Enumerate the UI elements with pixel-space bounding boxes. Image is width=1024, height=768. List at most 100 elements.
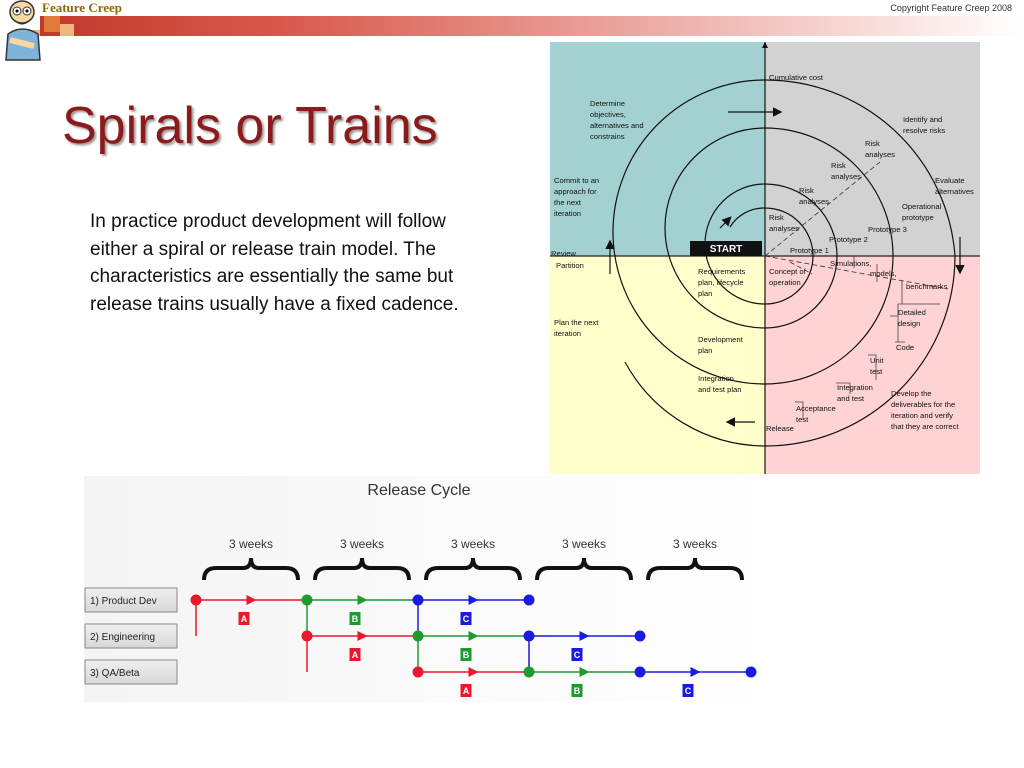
simulations-label: Simulations, models, <box>830 259 897 278</box>
train-node <box>634 630 646 642</box>
train-node <box>412 666 424 678</box>
unit-test-label: Unit test <box>870 356 886 376</box>
phase-label: B <box>574 686 581 696</box>
copyright-text: Copyright Feature Creep 2008 <box>890 3 1012 13</box>
quadrant-bottom-left <box>550 256 765 474</box>
commit-label: Commit to an approach for the next itera… <box>554 176 601 218</box>
spiral-curve <box>612 79 956 447</box>
train-arrow <box>468 595 479 605</box>
phase-badge <box>571 684 583 697</box>
train-node <box>412 630 424 642</box>
phase-badge <box>349 612 361 625</box>
track-label: 3) QA/Beta <box>90 668 140 679</box>
train-node <box>412 594 424 606</box>
phase-badge <box>571 648 583 661</box>
plan-next-label: Plan the next iteration <box>554 318 600 338</box>
train-node <box>523 666 535 678</box>
risk-analyses-mid-label: Risk analyses <box>831 161 861 181</box>
identify-label: Identify and resolve risks <box>903 115 945 135</box>
track-label: 1) Product Dev <box>90 596 157 607</box>
phase-label: B <box>352 614 359 624</box>
train-arrow <box>690 667 701 677</box>
train-arrow <box>246 595 257 605</box>
header-band <box>0 0 1024 36</box>
determine-label: Determine objectives, alternatives and c… <box>590 99 646 141</box>
train-arrow <box>357 631 368 641</box>
duration-label: 3 weeks <box>451 537 495 551</box>
duration-label: 3 weeks <box>673 537 717 551</box>
phase-badge <box>460 648 472 661</box>
release-cycle-title: Release Cycle <box>367 482 470 499</box>
track-box <box>84 659 178 685</box>
slide-body-text: In practice product development will fol… <box>90 211 459 315</box>
prototype-2-label: Prototype 2 <box>829 235 868 244</box>
brace <box>646 557 744 581</box>
risk-analyses-core-label: Risk analyses <box>769 213 799 233</box>
start-label: START <box>710 244 743 255</box>
duration-label: 3 weeks <box>229 537 273 551</box>
track-box <box>84 587 178 613</box>
duration-labels: 3 weeks 3 weeks 3 weeks 3 weeks 3 weeks <box>229 537 717 551</box>
risk-analyses-inner-label: Risk analyses <box>799 186 829 206</box>
review-label: Review <box>551 249 576 258</box>
evaluate-label: Evaluate alternatives <box>935 176 974 196</box>
prototype-1-label: Prototype 1 <box>790 246 829 255</box>
logo-text: Feature Creep <box>42 0 123 15</box>
train-arrow <box>579 667 590 677</box>
develop-deliverables-label: Develop the deliverables for the iterati… <box>891 389 959 431</box>
phase-badge <box>238 612 250 625</box>
brace <box>535 557 633 581</box>
train-node <box>523 594 535 606</box>
benchmarks-label: benchmarks <box>906 282 948 291</box>
mascot-logo <box>5 0 41 61</box>
train-node <box>301 630 313 642</box>
header-decoration <box>28 16 1024 36</box>
phase-badge <box>460 612 472 625</box>
duration-label: 3 weeks <box>562 537 606 551</box>
train-node <box>301 594 313 606</box>
phase-label: A <box>463 686 470 696</box>
concept-label: Concept of operation <box>769 267 808 287</box>
duration-label: 3 weeks <box>340 537 384 551</box>
phase-badge <box>460 684 472 697</box>
code-label: Code <box>896 343 914 352</box>
integration-plan-label: Integration and test plan <box>698 374 742 394</box>
train-lines: A B C A B C A B C <box>190 594 757 697</box>
brace <box>202 557 300 581</box>
development-plan-label: Development plan <box>698 335 745 355</box>
train-node <box>745 666 757 678</box>
duration-braces <box>202 557 744 581</box>
quadrant-top-right <box>765 42 980 256</box>
phase-label: A <box>352 650 359 660</box>
phase-badge <box>682 684 694 697</box>
partition-label: Partition <box>556 261 584 270</box>
phase-badge <box>349 648 361 661</box>
phase-label: C <box>685 686 692 696</box>
quadrant-bottom-right <box>765 256 980 474</box>
operational-prototype-label: Operational prototype <box>902 202 943 222</box>
risk-analyses-outer-label: Risk analyses <box>865 139 895 159</box>
train-arrow <box>468 631 479 641</box>
phase-label: B <box>463 650 470 660</box>
train-node <box>523 630 535 642</box>
cumulative-cost-label: Cumulative cost <box>769 73 824 82</box>
release-label: Release <box>766 424 794 433</box>
train-node <box>190 594 202 606</box>
phase-label: A <box>241 614 248 624</box>
slide-title: Spirals or Trains <box>62 97 438 155</box>
train-arrow <box>579 631 590 641</box>
train-arrow <box>357 595 368 605</box>
track-box <box>84 623 178 649</box>
phase-label: C <box>574 650 581 660</box>
prototype-3-label: Prototype 3 <box>868 225 907 234</box>
spiral-model-diagram: START Cumulative cost Determine objectiv… <box>550 42 980 474</box>
train-node <box>634 666 646 678</box>
integration-test-label: Integration and test <box>837 383 875 403</box>
phase-label: C <box>463 614 470 624</box>
acceptance-test-label: Acceptance test <box>796 404 838 424</box>
brace <box>313 557 411 581</box>
detailed-design-label: Detailed design <box>898 308 928 328</box>
requirements-label: Requirements plan, lifecycle plan <box>698 267 747 298</box>
